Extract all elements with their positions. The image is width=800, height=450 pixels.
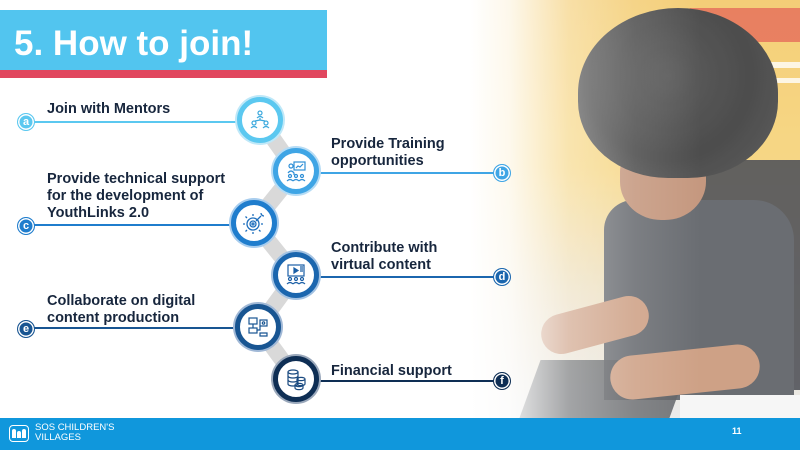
logo-line: VILLAGES — [35, 432, 81, 443]
step-badge-a: a — [17, 113, 35, 131]
technical-gear-wrench-icon — [243, 212, 265, 234]
step-node-d — [273, 252, 319, 298]
badge-letter: d — [498, 271, 506, 283]
badge-letter: f — [500, 375, 504, 387]
label-line: content production — [47, 310, 180, 326]
footer-bar — [0, 418, 800, 450]
digital-content-collaboration-icon — [248, 317, 268, 337]
logo-line: SOS CHILDREN'S — [35, 422, 115, 433]
badge-letter: e — [22, 323, 30, 335]
hero-photo-woman-typing — [470, 0, 800, 418]
step-label-f: Financial support — [331, 363, 452, 380]
step-badge-e: e — [17, 320, 35, 338]
step-node-b — [273, 148, 319, 194]
photo-fade-overlay — [470, 0, 800, 418]
title-accent-stripe — [0, 70, 327, 78]
sos-childrens-villages-logo-icon — [9, 425, 29, 442]
step-node-f — [273, 356, 319, 402]
label-line: Provide Training — [331, 136, 445, 152]
coins-stack-icon — [287, 369, 306, 391]
label-line: opportunities — [331, 153, 424, 169]
connector-line-e — [24, 327, 236, 329]
mentors-network-icon — [250, 110, 270, 129]
badge-letter: c — [22, 220, 30, 232]
connector-line-d — [318, 276, 494, 278]
connector-line-c — [24, 224, 232, 226]
footer-logo-text: SOS CHILDREN'S VILLAGES — [35, 423, 155, 443]
step-label-b: Provide Training opportunities — [331, 136, 445, 170]
label-line: virtual content — [331, 257, 431, 273]
label-line: Join with Mentors — [47, 101, 171, 117]
training-presentation-icon — [286, 161, 306, 182]
label-line: for the development of — [47, 188, 204, 204]
label-line: Financial support — [331, 363, 452, 379]
label-line: Contribute with — [331, 240, 438, 256]
virtual-content-screen-icon — [286, 264, 306, 285]
step-label-e: Collaborate on digital content productio… — [47, 293, 195, 327]
slide-title: 5. How to join! — [14, 24, 254, 63]
step-badge-c: c — [17, 217, 35, 235]
label-line: YouthLinks 2.0 — [47, 205, 150, 221]
step-badge-d: d — [493, 268, 511, 286]
step-badge-f: f — [493, 372, 511, 390]
badge-letter: a — [22, 116, 30, 128]
step-label-a: Join with Mentors — [47, 101, 170, 118]
step-label-c: Provide technical support for the develo… — [47, 171, 225, 222]
step-badge-b: b — [493, 164, 511, 182]
label-line: Provide technical support — [47, 171, 226, 187]
connector-line-a — [24, 121, 238, 123]
step-node-a — [237, 97, 283, 143]
step-node-e — [235, 304, 281, 350]
connector-line-f — [318, 380, 494, 382]
page-number: 11 — [732, 426, 742, 436]
step-node-c — [231, 200, 277, 246]
step-label-d: Contribute with virtual content — [331, 240, 437, 274]
connector-line-b — [318, 172, 494, 174]
label-line: Collaborate on digital — [47, 293, 196, 309]
badge-letter: b — [498, 167, 506, 179]
title-bar — [0, 10, 327, 70]
